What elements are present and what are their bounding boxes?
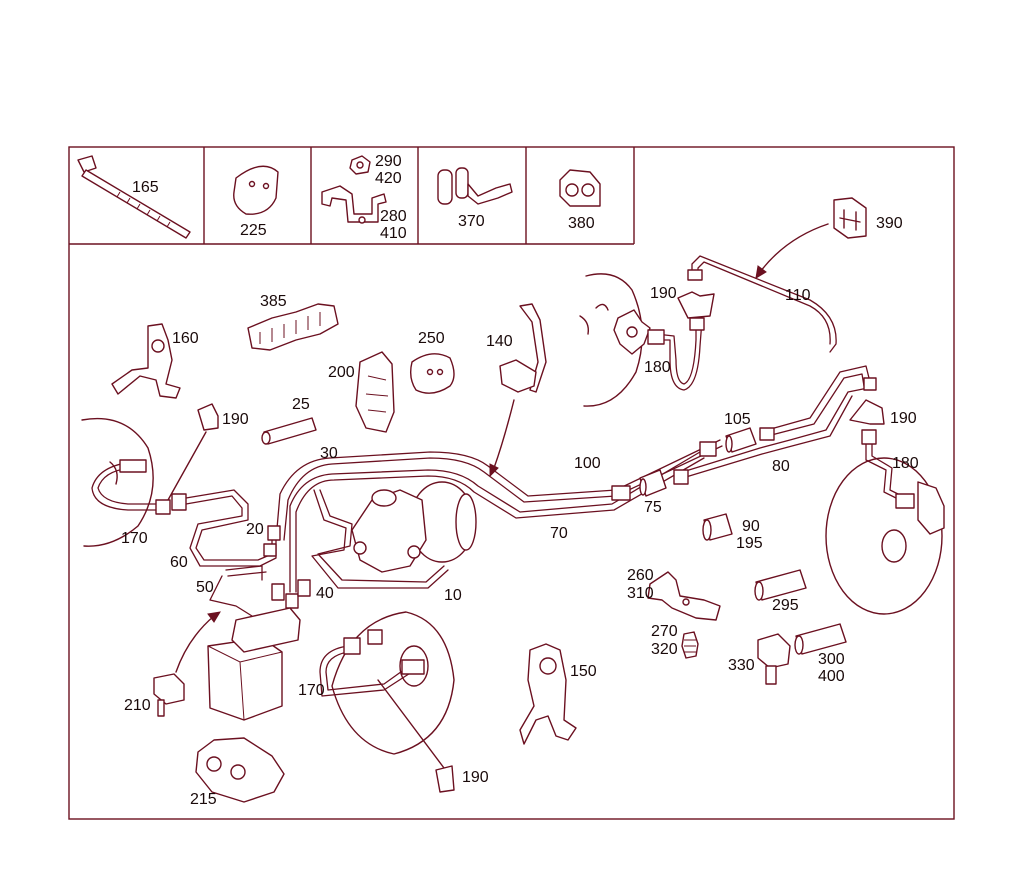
- leader-190-bottom: [377, 679, 445, 769]
- callout-190-right: 190: [890, 410, 917, 427]
- rear-left-brake-disc: [579, 273, 651, 407]
- sleeve-75: [639, 469, 667, 497]
- clip-215: [195, 737, 285, 803]
- abs-unit: [207, 607, 301, 721]
- callout-300: 300: [818, 651, 845, 668]
- callout-320: 320: [651, 641, 678, 658]
- callout-330: 330: [728, 657, 755, 674]
- nut-270: [681, 631, 699, 659]
- callout-210: 210: [124, 697, 151, 714]
- callout-40: 40: [316, 585, 334, 602]
- sleeve-25: [261, 417, 317, 445]
- shim-plate-icon: [233, 165, 279, 215]
- callout-270: 270: [651, 623, 678, 640]
- sleeve-300: [794, 623, 847, 655]
- callout-70: 70: [550, 525, 568, 542]
- callout-390: 390: [876, 215, 903, 232]
- right-brake-disc: [825, 457, 945, 615]
- callout-190-top: 190: [650, 285, 677, 302]
- clip-390-icon: [833, 197, 867, 239]
- callout-385: 385: [260, 293, 287, 310]
- clip-strip-385: [247, 303, 339, 351]
- callout-170-left: 170: [121, 530, 148, 547]
- double-clip-icon: [559, 169, 601, 207]
- pipe-80: [675, 387, 869, 475]
- pipe-60: [185, 489, 273, 561]
- pipe-clip-icon: [437, 167, 513, 205]
- callout-160: 160: [172, 330, 199, 347]
- callout-150: 150: [570, 663, 597, 680]
- legend-label-410: 410: [380, 225, 407, 242]
- legend-label-370: 370: [458, 213, 485, 230]
- callout-105: 105: [724, 411, 751, 428]
- sleeve-105: [725, 427, 757, 453]
- callout-170-bottom: 170: [298, 682, 325, 699]
- sensor-140: [499, 303, 547, 393]
- bracket-190-top: [677, 291, 715, 319]
- pipe-100-back: [275, 451, 617, 541]
- callout-60: 60: [170, 554, 188, 571]
- sensor-150: [519, 643, 577, 745]
- leader-210: [175, 615, 215, 673]
- front-left-brake-disc: [331, 611, 455, 755]
- callout-310: 310: [627, 585, 654, 602]
- sleeve-295: [754, 569, 807, 601]
- legend-strip: [69, 147, 635, 245]
- callout-200: 200: [328, 364, 355, 381]
- callout-195: 195: [736, 535, 763, 552]
- bracket-190-right: [849, 399, 885, 425]
- callout-50: 50: [196, 579, 214, 596]
- callout-190-bottom: 190: [462, 769, 489, 786]
- callout-100: 100: [574, 455, 601, 472]
- pipe-170: [319, 645, 419, 697]
- callout-140: 140: [486, 333, 513, 350]
- callout-25: 25: [292, 396, 310, 413]
- callout-260: 260: [627, 567, 654, 584]
- diagram-frame: [68, 146, 955, 820]
- callout-215: 215: [190, 791, 217, 808]
- sleeve-90: [702, 513, 733, 541]
- pipe-70: [289, 451, 701, 593]
- clip-190-bottom: [435, 765, 455, 793]
- legend-label-225: 225: [240, 222, 267, 239]
- callout-110: 110: [785, 287, 811, 304]
- leader-390: [759, 223, 829, 273]
- clip-210: [153, 673, 185, 717]
- master-cylinder: [351, 481, 477, 573]
- shim-250: [409, 353, 455, 394]
- bracket-260: [647, 571, 721, 621]
- callout-250: 250: [418, 330, 445, 347]
- legend-label-280: 280: [380, 208, 407, 225]
- callout-10: 10: [444, 587, 462, 604]
- legend-label-290: 290: [375, 153, 402, 170]
- left-brake-disc: [81, 417, 154, 547]
- callout-80: 80: [772, 458, 790, 475]
- cable-tie-icon: [77, 155, 191, 239]
- legend-label-380: 380: [568, 215, 595, 232]
- leader-140: [493, 399, 515, 469]
- callout-20: 20: [246, 521, 264, 538]
- clip-190-left: [197, 403, 219, 431]
- callout-30: 30: [320, 445, 338, 462]
- bracket-nut-icon: [321, 155, 387, 224]
- callout-190-left: 190: [222, 411, 249, 428]
- legend-label-420: 420: [375, 170, 402, 187]
- callout-295: 295: [772, 597, 799, 614]
- sensor-160: [111, 323, 181, 399]
- callout-400: 400: [818, 668, 845, 685]
- callout-180-right: 180: [892, 455, 919, 472]
- brake-pad-200: [355, 351, 395, 433]
- clip-330: [757, 633, 791, 685]
- callout-75: 75: [644, 499, 662, 516]
- callout-180-top: 180: [644, 359, 671, 376]
- legend-label-165: 165: [132, 179, 159, 196]
- leader-190-left: [167, 431, 207, 501]
- pipe-10: [317, 489, 445, 583]
- callout-90: 90: [742, 518, 760, 535]
